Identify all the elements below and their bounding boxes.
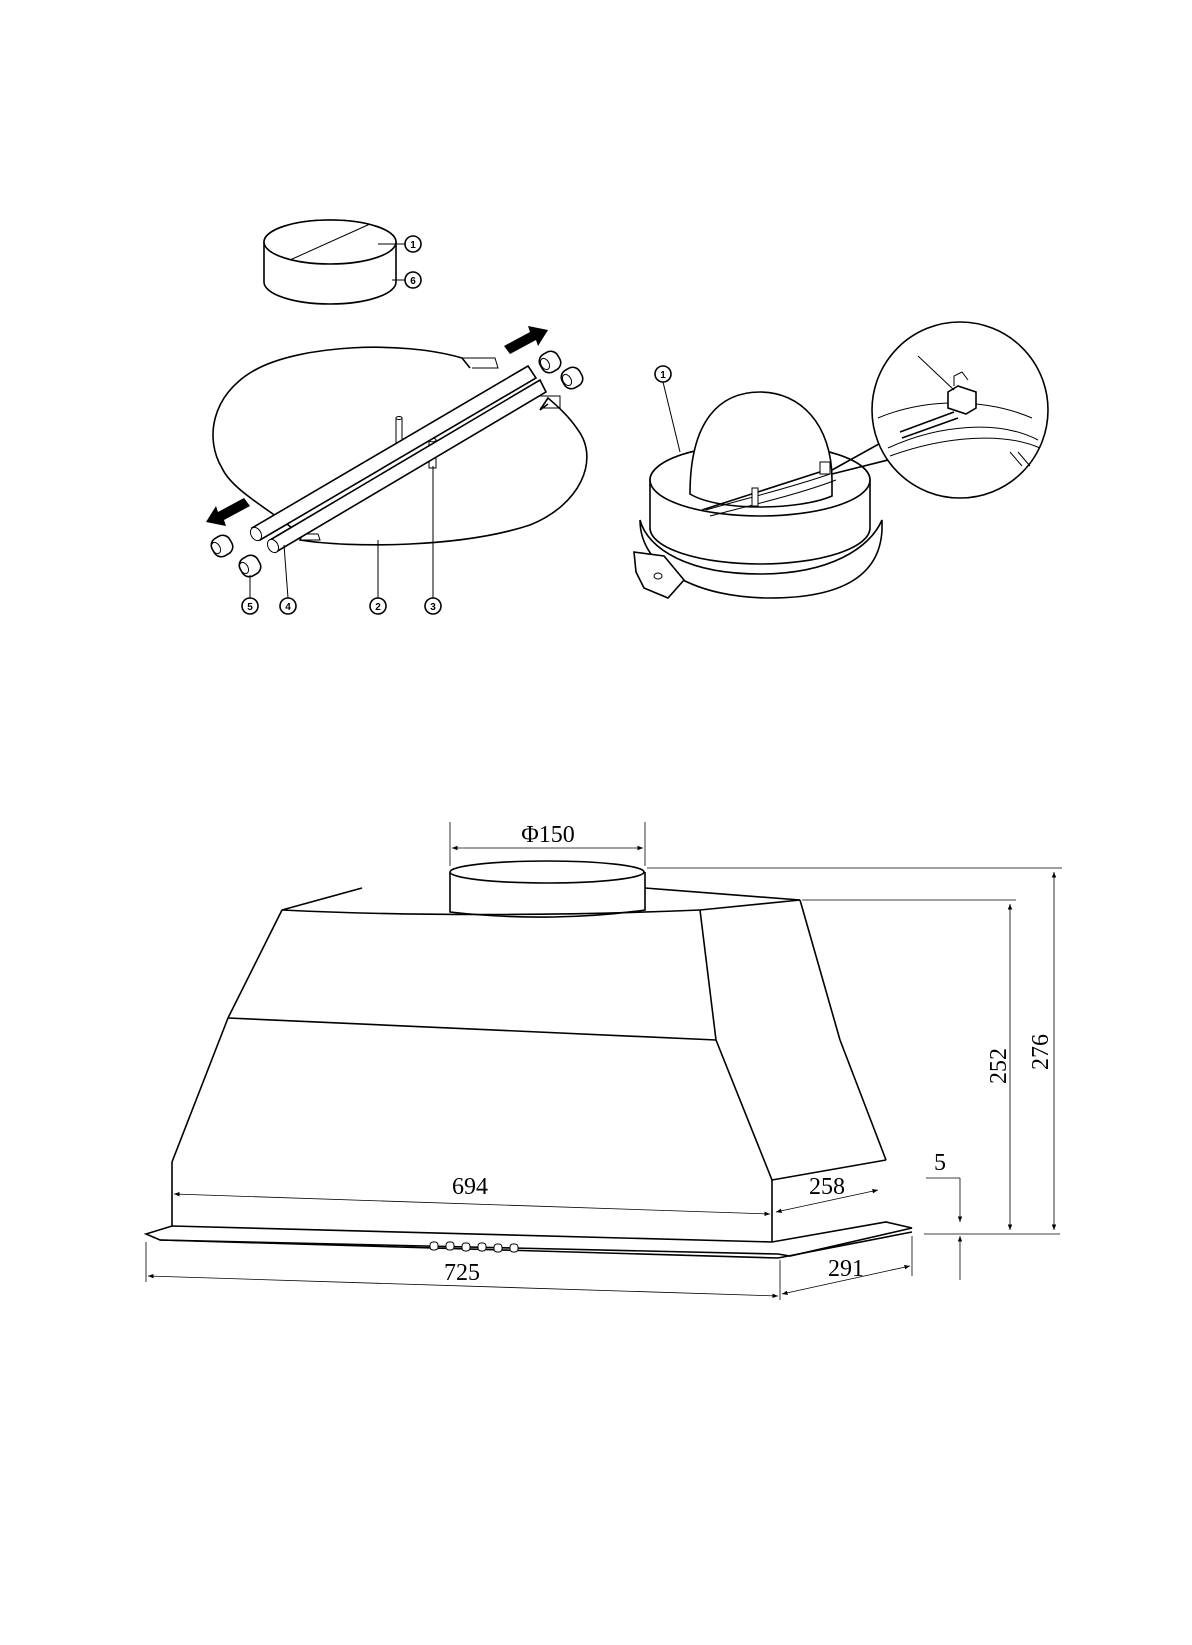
svg-text:5: 5	[934, 1150, 946, 1176]
callout-rod-4: 4	[280, 545, 296, 614]
svg-text:276: 276	[1028, 1034, 1054, 1070]
svg-text:3: 3	[430, 602, 436, 613]
svg-text:252: 252	[986, 1048, 1012, 1084]
damper-disc	[264, 220, 396, 304]
callout-rod-5: 5	[242, 575, 258, 614]
dim-body-depth: 258	[776, 1174, 878, 1212]
svg-text:5: 5	[247, 602, 253, 613]
svg-text:2: 2	[375, 602, 381, 613]
hood-drawing	[146, 861, 912, 1258]
svg-text:725: 725	[444, 1260, 480, 1286]
svg-text:1: 1	[660, 370, 666, 381]
svg-text:291: 291	[828, 1256, 864, 1282]
dim-gap: 5	[924, 1150, 1060, 1280]
arrow-left-icon	[206, 498, 250, 526]
arrow-right-icon	[504, 326, 548, 354]
callout-flap-2: 2	[370, 540, 386, 614]
svg-text:Φ150: Φ150	[521, 822, 575, 848]
callout-assembly-1: 1	[655, 366, 680, 452]
svg-text:1: 1	[410, 240, 416, 251]
svg-text:694: 694	[452, 1174, 488, 1200]
damper-flap-exploded	[208, 347, 587, 579]
dim-outlet-diameter: Φ150	[450, 822, 645, 866]
svg-text:4: 4	[285, 602, 291, 613]
svg-text:6: 6	[410, 276, 416, 287]
svg-text:258: 258	[809, 1174, 845, 1200]
damper-assembly	[634, 392, 882, 598]
dim-body-width: 694	[174, 1174, 770, 1214]
